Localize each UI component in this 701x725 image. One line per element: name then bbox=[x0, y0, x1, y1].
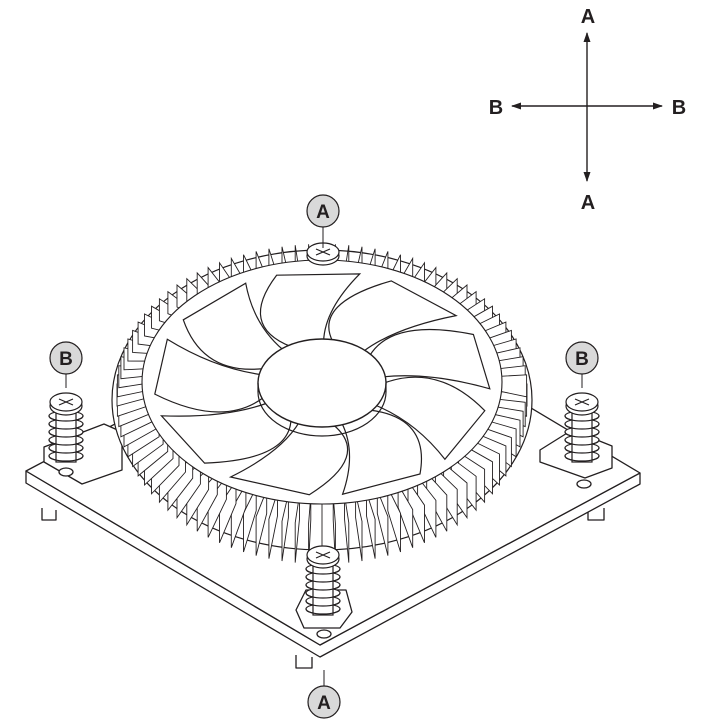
screw-top bbox=[306, 242, 340, 266]
fan-blade bbox=[154, 338, 265, 413]
fan-blade bbox=[340, 409, 422, 496]
callout-right: B bbox=[565, 341, 599, 388]
heatsink-fin bbox=[344, 494, 350, 563]
screw-bottom bbox=[305, 545, 341, 616]
callout-left: B bbox=[49, 341, 83, 388]
heatsink-fin bbox=[281, 493, 289, 562]
fan-blades bbox=[154, 273, 491, 496]
fan-blade bbox=[368, 328, 491, 390]
heatsink-fin bbox=[426, 471, 448, 532]
spring-screws bbox=[48, 242, 600, 616]
heatsink-fin bbox=[407, 479, 425, 543]
callout-bottom-label: A bbox=[317, 693, 331, 714]
fan-blade bbox=[159, 402, 292, 464]
fan-blade bbox=[228, 421, 349, 496]
heatsink-fin bbox=[417, 475, 437, 538]
key-label-top: A bbox=[581, 6, 595, 28]
fan-blade bbox=[374, 376, 486, 461]
callout-top-label: A bbox=[316, 202, 330, 223]
fan bbox=[154, 273, 491, 496]
fan-blade bbox=[182, 282, 285, 370]
heatsink-fin bbox=[355, 493, 363, 562]
heatsink-fin bbox=[376, 489, 389, 556]
heatsink-fin bbox=[243, 487, 257, 553]
direction-key: A A B B bbox=[489, 6, 686, 214]
callout-top: A bbox=[306, 194, 340, 248]
heatsink-fin bbox=[397, 482, 414, 548]
heatsink-fin bbox=[268, 492, 278, 559]
heatsink-fin bbox=[255, 489, 268, 556]
fan-hub bbox=[257, 338, 387, 428]
heatsink-fin bbox=[387, 487, 401, 553]
screw-left bbox=[48, 392, 84, 463]
callout-bottom: A bbox=[307, 670, 341, 719]
callout-right-label: B bbox=[575, 349, 589, 370]
heatsink-fin bbox=[366, 492, 376, 559]
key-label-left: B bbox=[489, 97, 503, 119]
heatsink-fin bbox=[294, 494, 300, 563]
key-label-bottom: A bbox=[581, 192, 595, 214]
fan-blade bbox=[328, 280, 458, 353]
fan-blade bbox=[259, 273, 362, 348]
key-label-right: B bbox=[672, 97, 686, 119]
screw-right bbox=[564, 392, 600, 463]
callout-left-label: B bbox=[59, 349, 73, 370]
